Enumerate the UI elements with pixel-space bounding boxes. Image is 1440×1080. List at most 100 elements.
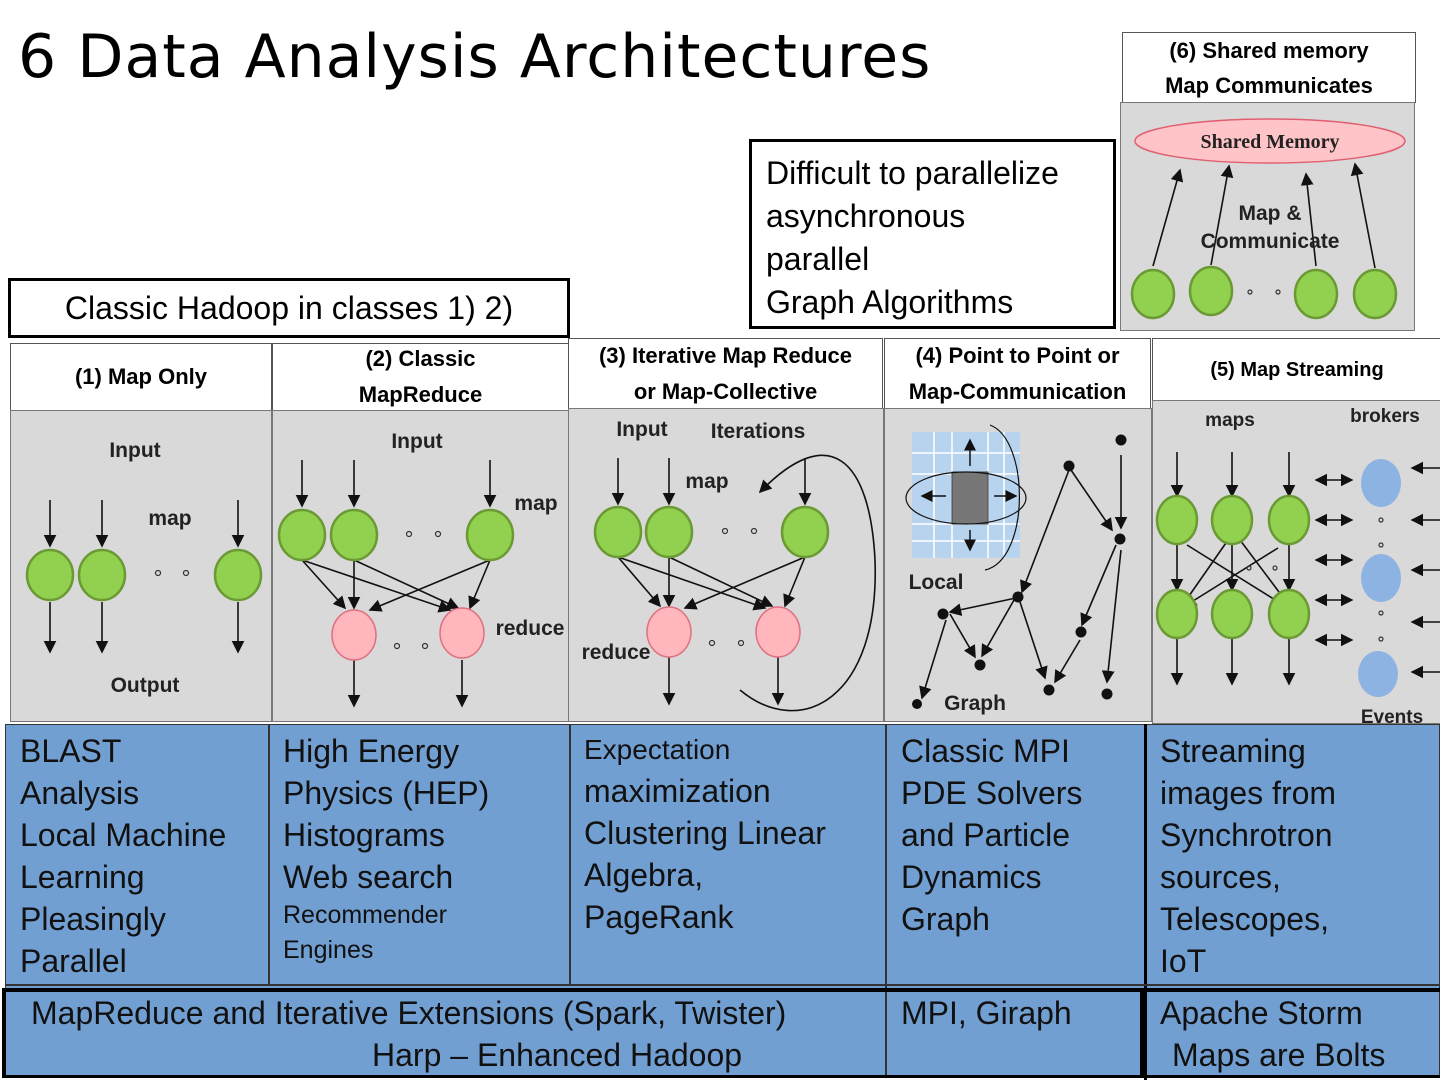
reduce-node	[439, 607, 485, 659]
example-line: maximization	[584, 773, 771, 809]
example-line: and Particle	[901, 817, 1070, 853]
map-label: map	[685, 470, 728, 493]
divider	[569, 724, 571, 986]
map-node	[1293, 268, 1339, 320]
map-communicate-label: Communicate	[1201, 230, 1340, 253]
brokers-label: brokers	[1350, 406, 1420, 427]
example-line: Recommender	[283, 901, 447, 929]
map-node	[780, 505, 830, 559]
arrows	[43, 162, 1440, 712]
reduce-nodes	[331, 606, 801, 661]
examples-point-to-point: Classic MPI PDE Solvers and Particle Dyn…	[901, 730, 1082, 940]
callout-line: Difficult to parallelize	[766, 155, 1059, 191]
header-text: (3) Iterative Map Reduce	[598, 343, 853, 368]
header-text: Map Communicates	[1165, 72, 1373, 98]
map-node	[277, 508, 327, 562]
header-map-streaming: (5) Map Streaming	[1152, 338, 1440, 401]
header-text: Map-Communication	[908, 379, 1127, 404]
map-nodes	[25, 265, 1398, 640]
example-line: Classic MPI	[901, 733, 1070, 769]
map-node	[1267, 494, 1311, 546]
map-node	[465, 508, 515, 562]
example-line: BLAST	[20, 733, 122, 769]
mapreduce-frameworks: MapReduce and Iterative Extensions (Spar…	[31, 995, 787, 1031]
shared-memory-label: Shared Memory	[1200, 131, 1339, 153]
output-label: Output	[111, 674, 180, 697]
map-label: map	[148, 507, 191, 530]
callout-line: asynchronous	[766, 198, 966, 234]
events-label: Events	[1361, 707, 1423, 728]
panel-iterative	[568, 408, 884, 722]
broker-node	[1358, 651, 1398, 697]
reduce-label: reduce	[496, 617, 565, 640]
map-node	[593, 505, 643, 559]
input-label: Input	[109, 439, 160, 462]
reduce-node	[331, 609, 377, 661]
bottom-row-frame	[1146, 988, 1440, 1078]
classic-hadoop-callout: Classic Hadoop in classes 1) 2)	[8, 278, 570, 338]
example-line: Telescopes,	[1160, 901, 1329, 937]
storm-framework: Apache Storm	[1160, 995, 1363, 1031]
map-node	[644, 505, 694, 559]
map-node	[329, 508, 379, 562]
map-node	[1155, 494, 1199, 546]
examples-map-streaming: Streaming images from Synchrotron source…	[1160, 730, 1336, 982]
reduce-node	[755, 606, 801, 658]
map-node	[1210, 588, 1254, 640]
callout-line: Graph Algorithms	[766, 284, 1014, 320]
example-line: Algebra,	[584, 857, 704, 893]
graph-label: Graph	[944, 692, 1006, 715]
map-node	[25, 548, 75, 602]
input-label: Input	[616, 418, 667, 441]
header-text: or Map-Collective	[633, 379, 818, 404]
ellipsis-dots	[154, 289, 1384, 650]
example-line: Physics (HEP)	[283, 775, 490, 811]
header-text: (5) Map Streaming	[1210, 358, 1384, 381]
example-line: images from	[1160, 775, 1337, 811]
map-node	[1210, 494, 1254, 546]
examples-classic-mapreduce: High Energy Physics (HEP) Histograms Web…	[283, 730, 489, 968]
map-communicate-label: Map &	[1239, 202, 1302, 225]
examples-table	[5, 724, 1440, 1078]
divider	[5, 984, 1440, 986]
difficult-callout: Difficult to parallelize asynchronous pa…	[749, 139, 1116, 329]
header-text: (1) Map Only	[74, 364, 207, 389]
map-label: map	[514, 492, 557, 515]
examples-map-only: BLAST Analysis Local Machine Learning Pl…	[20, 730, 226, 982]
example-line: Pleasingly	[20, 901, 166, 937]
graph-vertices	[912, 434, 1127, 709]
example-line: PageRank	[584, 899, 734, 935]
example-line: Analysis	[20, 775, 140, 811]
map-node	[213, 548, 263, 602]
example-line: Learning	[20, 859, 145, 895]
example-line: Clustering Linear	[584, 815, 826, 851]
example-line: sources,	[1160, 859, 1281, 895]
broker-node	[1361, 554, 1401, 602]
example-line: Dynamics	[901, 859, 1042, 895]
header-text: (6) Shared memory	[1169, 37, 1369, 63]
header-text: (4) Point to Point or	[915, 343, 1120, 368]
bidirectional-arrows	[1314, 473, 1354, 647]
map-node	[77, 548, 127, 602]
example-line: Streaming	[1160, 733, 1306, 769]
divider	[885, 724, 887, 1078]
broker-node	[1361, 459, 1401, 507]
examples-iterative: Expectation maximization Clustering Line…	[584, 730, 826, 938]
divider	[1144, 724, 1147, 1080]
header-text: (2) Classic	[365, 346, 476, 371]
example-line: Web search	[283, 859, 454, 895]
local-label: Local	[909, 571, 964, 594]
shared-memory-node	[1134, 118, 1406, 164]
example-line: High Energy	[283, 733, 460, 769]
example-line: Synchrotron	[1160, 817, 1333, 853]
reduce-node	[646, 606, 692, 658]
map-node	[1155, 588, 1199, 640]
mpi-frameworks: MPI, Giraph	[901, 995, 1072, 1031]
header-point-to-point: (4) Point to Point or Map-Communication	[884, 338, 1151, 410]
example-line: PDE Solvers	[901, 775, 1083, 811]
example-line: Engines	[283, 936, 374, 964]
header-text: MapReduce	[358, 382, 483, 407]
map-node	[1188, 265, 1234, 317]
bottom-row-frame	[2, 988, 1144, 1078]
harp-label: Harp – Enhanced Hadoop	[372, 1037, 743, 1073]
